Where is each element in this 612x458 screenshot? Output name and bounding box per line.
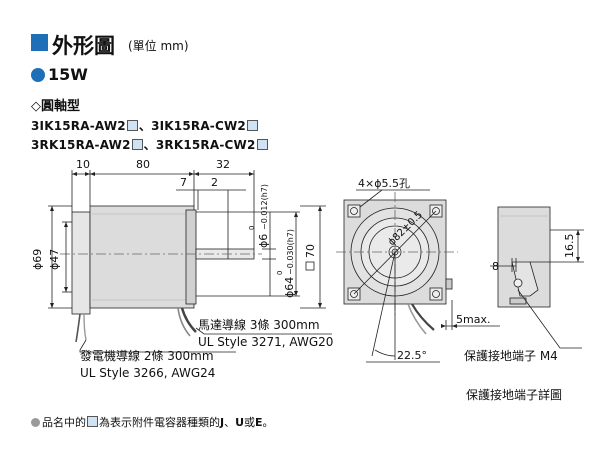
dim-shaft: ϕ6 (257, 234, 270, 248)
separator: 、 (143, 138, 156, 152)
footnote-bullet-icon (31, 418, 40, 427)
dim-phi47: ϕ47 (48, 249, 61, 270)
placeholder-box-icon (246, 120, 258, 131)
footnote-or: 或 (244, 416, 256, 429)
footnote-u: U (235, 416, 245, 429)
placeholder-box-icon (126, 120, 138, 131)
separator: 、 (138, 119, 152, 133)
footnote-end: 。 (262, 416, 274, 429)
dim-16-5: 16.5 (563, 234, 576, 259)
model-name: 3RK15RA-AW2 (31, 138, 131, 152)
page-title: 外形圖 (52, 34, 115, 58)
dim-32: 32 (216, 158, 230, 171)
power-rating: 15W (48, 65, 88, 84)
motor-body (89, 205, 195, 309)
generator-lead-spec: UL Style 3266, AWG24 (80, 366, 215, 380)
angle-label: 22.5° (397, 349, 427, 362)
shaft-type: ◇圓軸型 (31, 99, 80, 114)
dim-10: 10 (76, 158, 90, 171)
holes-callout: 4×ϕ5.5孔 (358, 177, 410, 190)
title-square-icon (31, 34, 48, 51)
dim-8: 8 (492, 260, 499, 273)
dim-square: 70 (304, 244, 317, 258)
footnote-e: E (255, 416, 263, 429)
footnote-j: J (220, 416, 225, 429)
dim-phi69: ϕ69 (31, 249, 44, 270)
model-line-1: 3IK15RA-AW2 、3IK15RA-CW2 (31, 117, 259, 134)
placeholder-box-icon (131, 139, 143, 150)
dim-80: 80 (136, 158, 150, 171)
dim-5max: 5max. (456, 313, 490, 326)
dim-pilot: ϕ64 (283, 277, 296, 298)
dim-pilot-tol-b: −0.030(h7) (286, 229, 295, 275)
motor-lead-label: 馬達導線 3條 300mm (198, 317, 320, 332)
motor-lead-spec: UL Style 3271, AWG20 (198, 335, 333, 349)
footnote-post: 為表示附件電容器種類的 (99, 416, 220, 429)
bullet-dot-icon (31, 68, 45, 82)
model-name: 3IK15RA-CW2 (151, 119, 246, 133)
dim-pilot-tol-a: 0 (276, 271, 284, 275)
motor-flange (71, 211, 91, 315)
dim-shaft-tol-b: −0.012(h7) (260, 184, 269, 230)
ground-terminal-label: 保護接地端子 M4 (464, 348, 558, 363)
model-line-2: 3RK15RA-AW2 、3RK15RA-CW2 (31, 136, 269, 153)
generator-lead-label: 發電機導線 2條 300mm (80, 348, 214, 363)
dim-shaft-tol-a: 0 (248, 226, 256, 230)
ground-detail-caption: 保護接地端子詳圖 (466, 388, 563, 402)
unit-label: (單位 mm) (128, 39, 189, 53)
dim-7: 7 (180, 176, 187, 189)
dim-2: 2 (211, 176, 218, 189)
square-symbol-icon (305, 261, 315, 271)
footnote-pre: 品名中的 (42, 416, 86, 429)
side-detail-body (497, 206, 551, 308)
model-name: 3IK15RA-AW2 (31, 119, 126, 133)
footnote-sep: 、 (224, 416, 236, 429)
footnote: 品名中的為表示附件電容器種類的J、U或E。 (31, 414, 274, 430)
placeholder-box-icon (256, 139, 268, 150)
placeholder-box-icon (87, 416, 98, 427)
model-name: 3RK15RA-CW2 (155, 138, 256, 152)
